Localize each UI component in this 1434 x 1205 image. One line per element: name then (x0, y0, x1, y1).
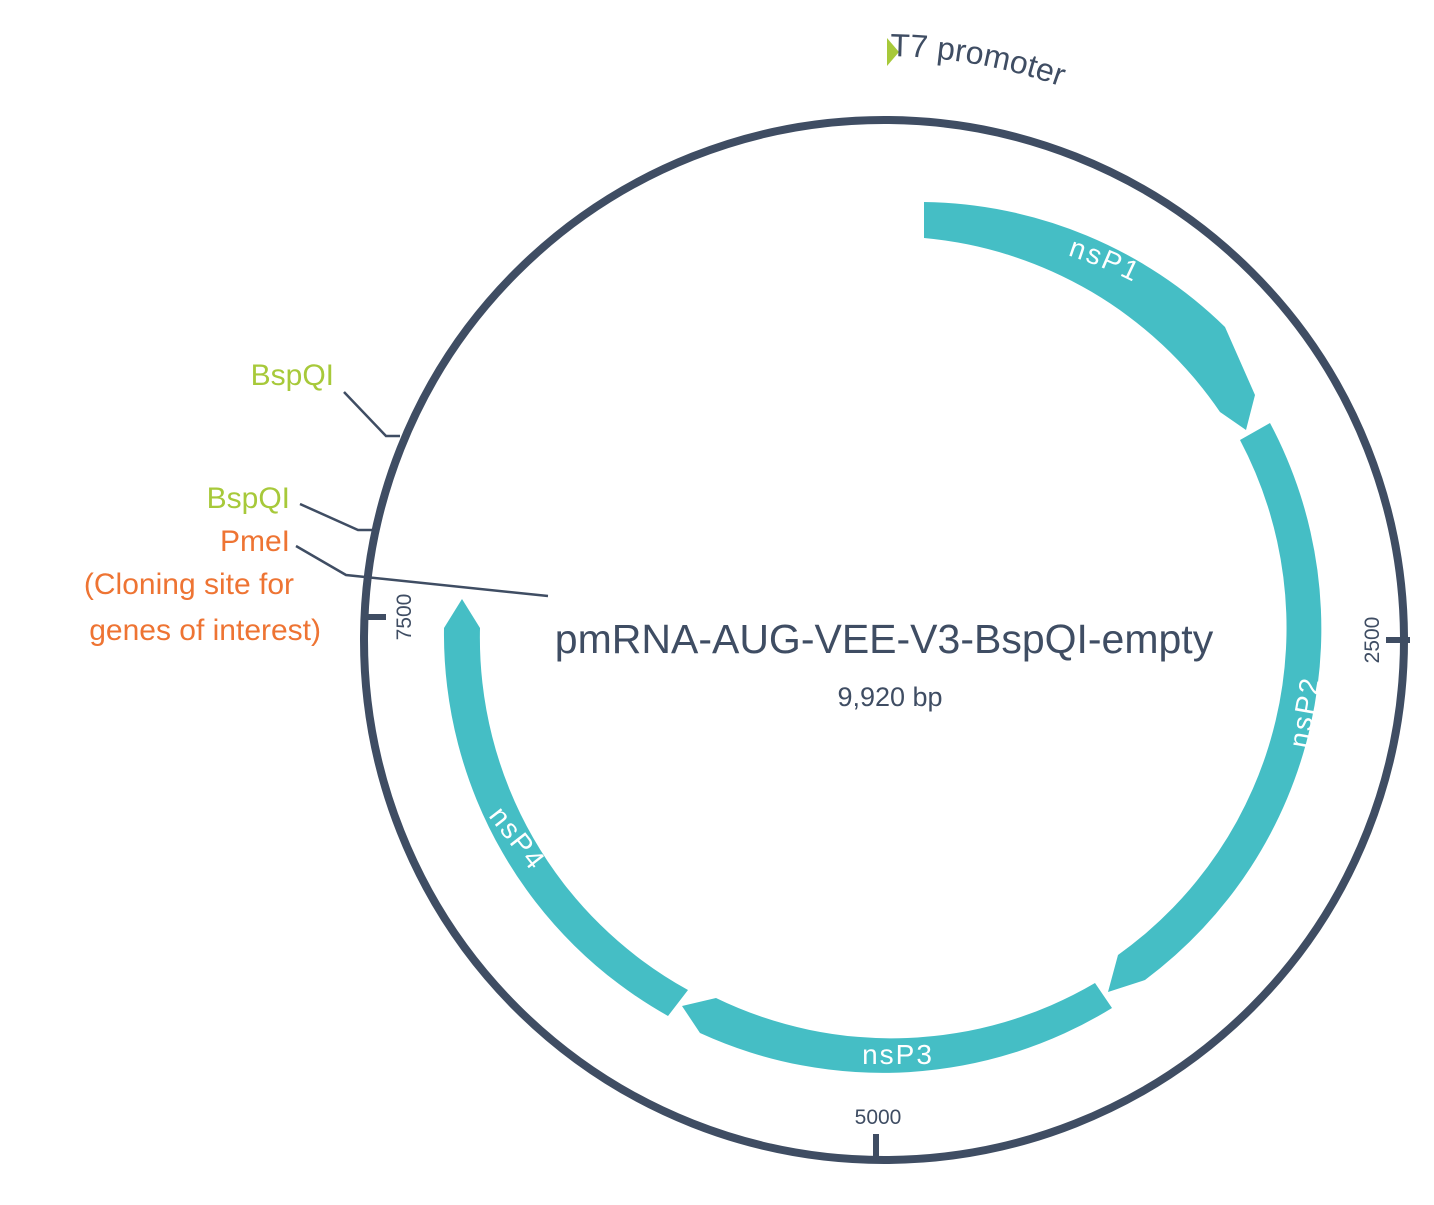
plasmid-length: 9,920 bp (837, 682, 942, 712)
feature-nsp2 (1108, 423, 1322, 992)
site-label-pmei: PmeI (220, 525, 290, 558)
site-note-line2: genes of interest) (89, 614, 321, 647)
plasmid-name: pmRNA-AUG-VEE-V3-BspQI-empty (555, 616, 1214, 662)
t7-promoter-text: T7 promoter (890, 27, 1071, 93)
t7-promoter-label: T7 promoter (890, 27, 1071, 93)
site-leader-bspqi-1 (343, 391, 400, 438)
site-label-bspqi-2: BspQI (207, 482, 290, 515)
tick-label-2500: 2500 (1361, 617, 1384, 664)
site-leader-pmei (295, 544, 549, 598)
feature-nsp3 (682, 983, 1112, 1073)
tick-label-7500: 7500 (393, 594, 416, 641)
t7-promoter-marker (887, 38, 899, 66)
tick-label-5000: 5000 (855, 1106, 902, 1129)
site-leader-bspqi-2 (299, 502, 372, 532)
feature-nsp1 (924, 202, 1255, 430)
nsp3-label: nsP3 (862, 1039, 934, 1070)
site-note-line1: (Cloning site for (84, 568, 294, 601)
site-label-bspqi-1: BspQI (251, 359, 334, 392)
feature-nsp4 (443, 599, 688, 1016)
